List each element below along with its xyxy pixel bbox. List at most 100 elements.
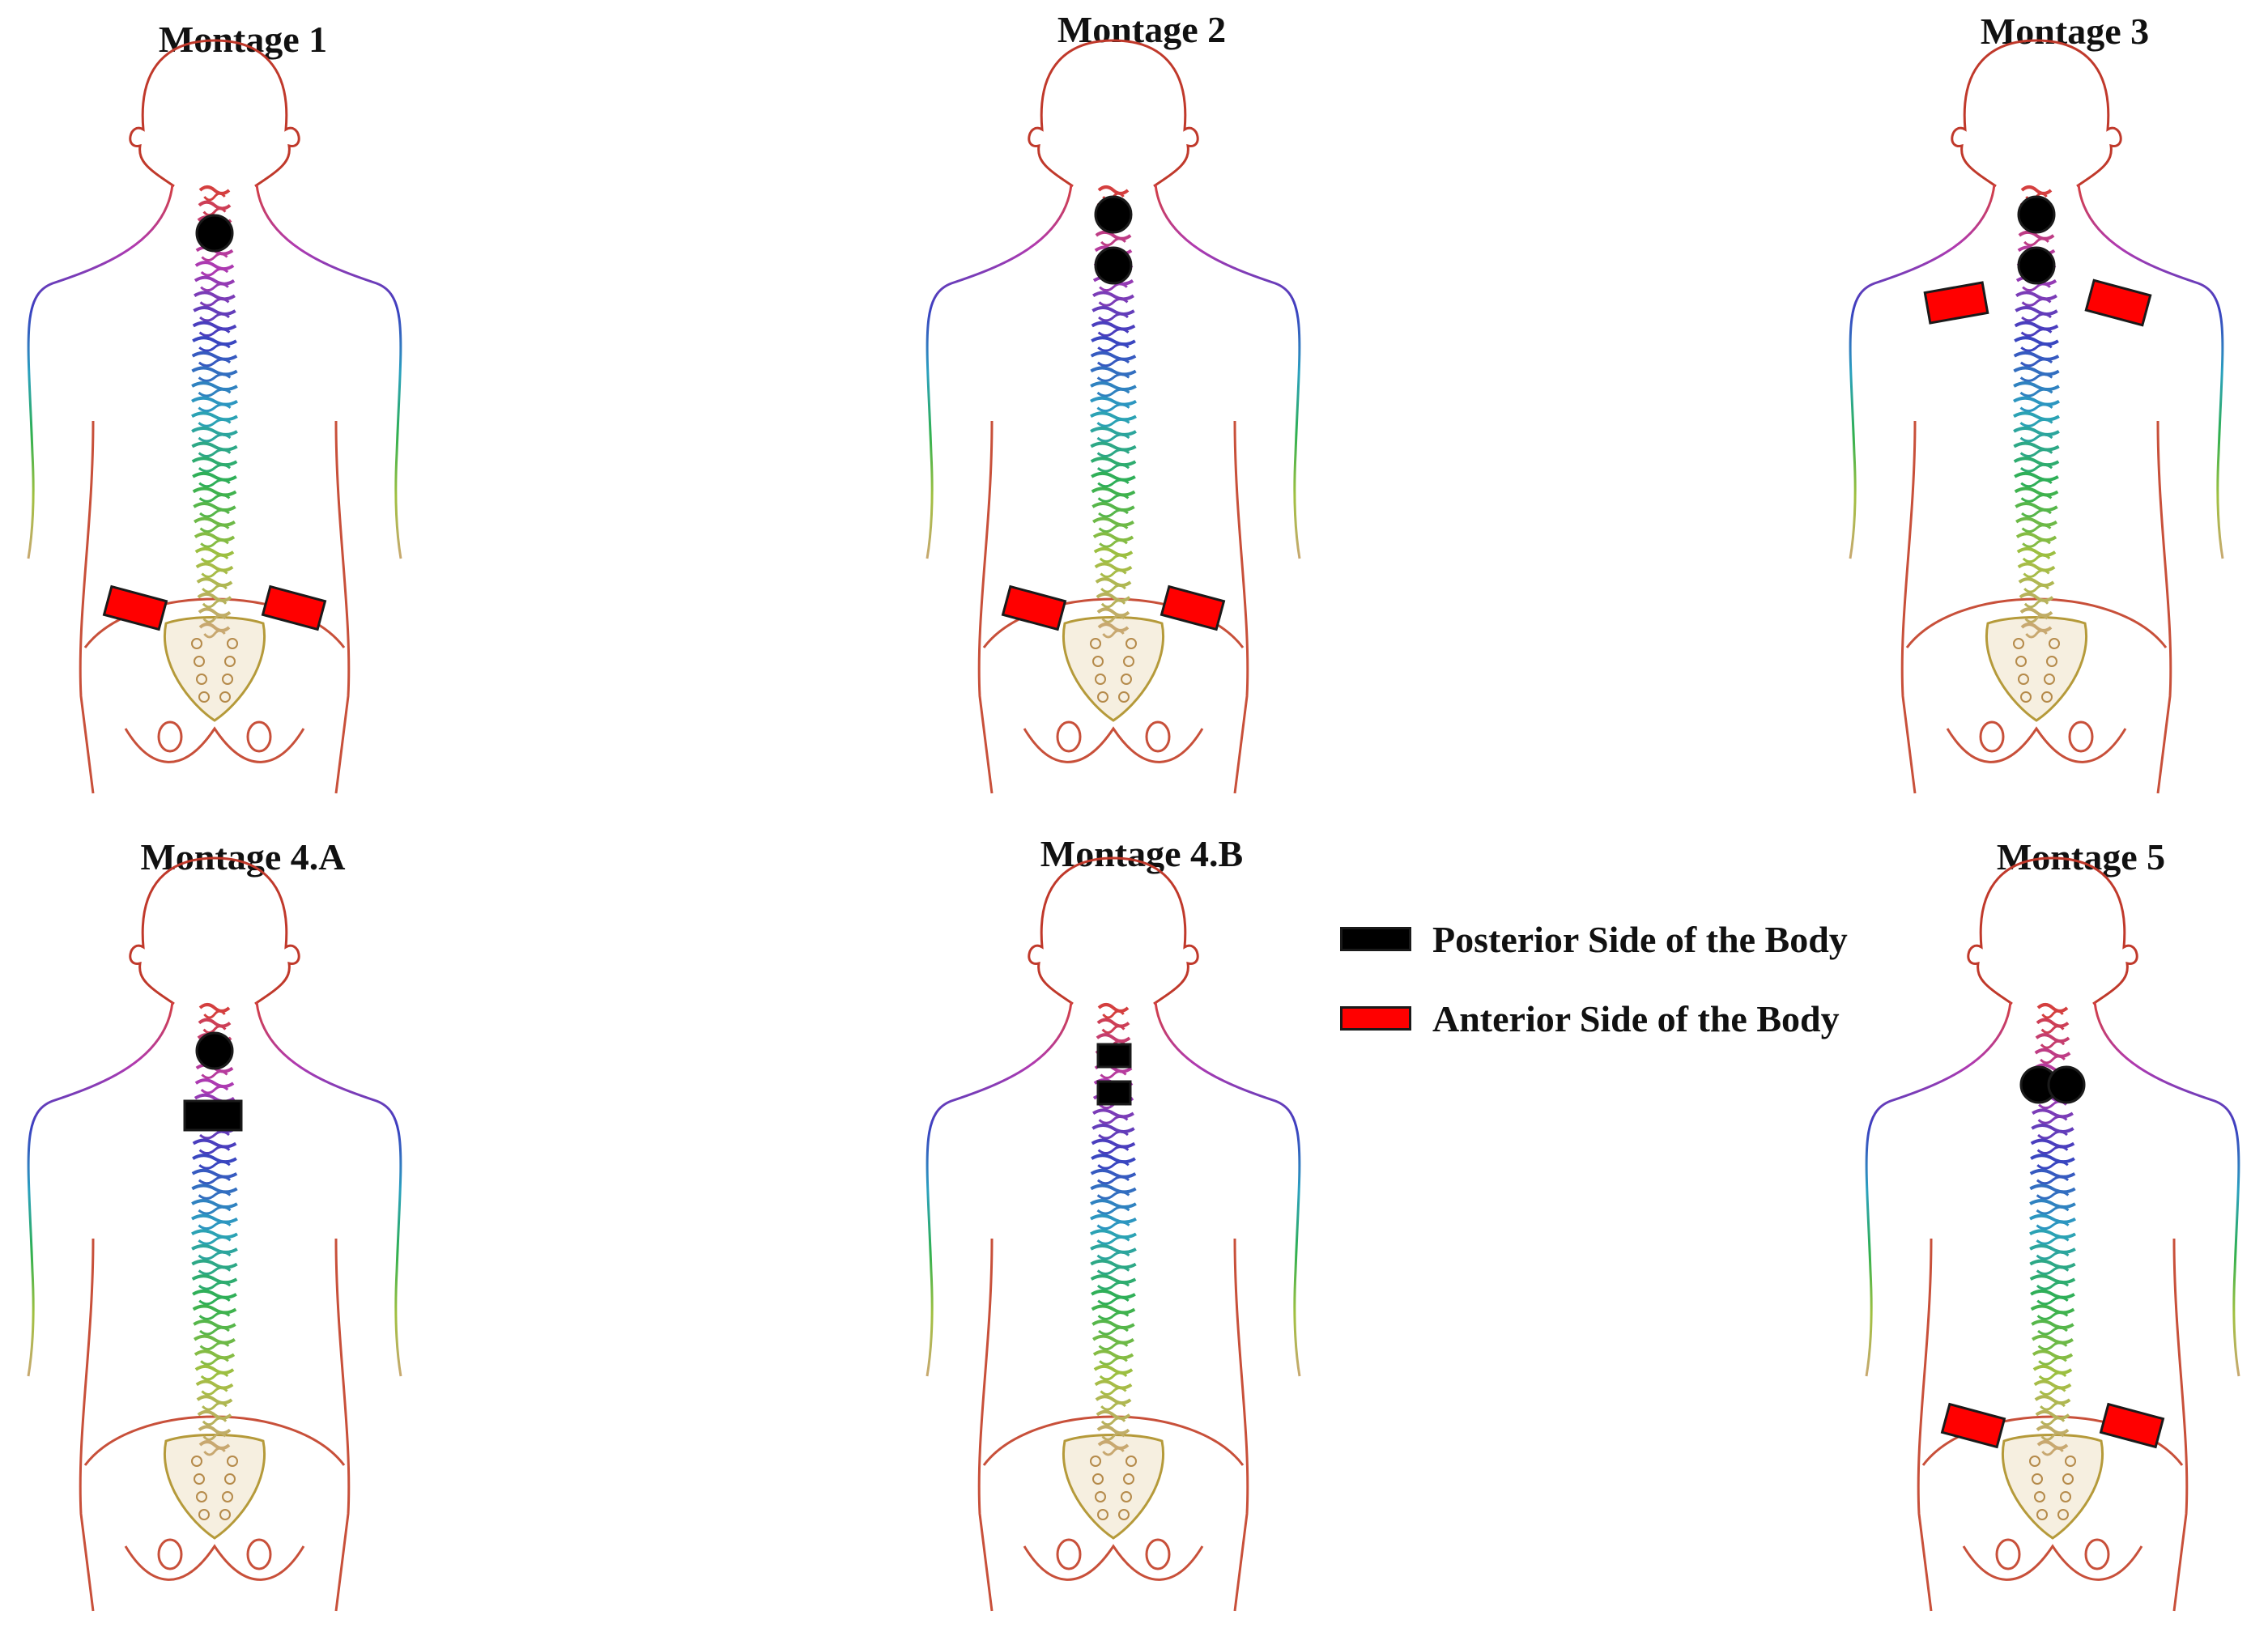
vertebra <box>2020 185 2053 195</box>
anterior-electrode <box>102 584 168 631</box>
vertebra <box>191 1243 238 1254</box>
vertebra <box>2029 1259 2076 1269</box>
vertebra <box>200 538 229 548</box>
vertebra <box>196 577 233 588</box>
vertebra <box>1097 493 1130 503</box>
torso-outline <box>1865 1001 2240 1377</box>
vertebra <box>192 336 237 346</box>
vertebra <box>198 1266 232 1276</box>
vertebra <box>1099 1356 1128 1366</box>
vertebra <box>2015 516 2057 527</box>
sacral-foramen <box>2062 1473 2074 1485</box>
vertebra <box>194 291 236 301</box>
vertebra <box>1091 1304 1136 1315</box>
vertebra <box>193 305 236 316</box>
panel-montage-4a: Montage 4.A <box>0 818 486 1627</box>
posterior-electrode <box>1096 1080 1132 1106</box>
vertebra <box>194 532 236 542</box>
vertebra <box>202 599 228 609</box>
vertebra <box>2020 328 2053 338</box>
vertebra <box>195 562 234 572</box>
torso-outline <box>27 1001 402 1377</box>
vertebra <box>191 1213 238 1224</box>
vertebra <box>2025 629 2048 639</box>
vertebra <box>2019 418 2053 427</box>
vertebra <box>1092 1334 1134 1345</box>
vertebra <box>2021 524 2052 533</box>
vertebra <box>2019 372 2053 382</box>
vertebra <box>1096 1205 1130 1215</box>
body-figure <box>1849 39 2224 794</box>
vertebra <box>202 1417 228 1426</box>
hip-socket <box>1979 720 2005 753</box>
vertebra <box>2031 1320 2074 1330</box>
vertebra <box>1097 185 1130 195</box>
vertebra <box>194 1334 236 1345</box>
sacral-foramen <box>1092 1473 1104 1485</box>
vertebra <box>194 1349 236 1360</box>
vertebra <box>1097 1003 1130 1013</box>
vertebra <box>1101 614 1125 623</box>
vertebra <box>197 1409 232 1420</box>
vertebra <box>1096 1018 1130 1028</box>
vertebra <box>1096 1266 1130 1276</box>
sacral-foramen <box>1121 1491 1132 1502</box>
vertebra <box>198 493 231 503</box>
vertebra <box>1097 1440 1130 1450</box>
vertebra <box>198 200 232 210</box>
vertebra <box>1095 230 1132 240</box>
vertebra <box>2019 607 2053 618</box>
vertebra <box>198 1235 232 1245</box>
vertebra <box>1098 297 1129 307</box>
vertebra <box>2034 1395 2071 1405</box>
hip-socket <box>1145 1538 1171 1570</box>
vertebra <box>1091 336 1136 346</box>
vertebra <box>2036 1145 2069 1155</box>
posterior-electrode <box>2017 195 2056 234</box>
vertebra <box>1098 1115 1129 1124</box>
vertebra <box>191 366 238 376</box>
anterior-electrode <box>1940 1402 2006 1449</box>
vertebra <box>198 448 232 458</box>
hip-socket <box>2084 1538 2110 1570</box>
vertebra <box>1092 532 1134 542</box>
vertebra <box>2040 1025 2065 1035</box>
anterior-electrode <box>2084 278 2152 327</box>
sacral-foramen <box>1125 638 1137 649</box>
vertebra <box>2014 321 2059 331</box>
vertebra <box>200 1371 229 1381</box>
vertebra <box>194 1364 235 1375</box>
posterior-electrode <box>2047 1065 2086 1104</box>
torso-outline <box>27 184 402 559</box>
vertebra <box>200 267 229 277</box>
vertebra <box>198 1221 232 1230</box>
vertebra <box>196 1395 233 1405</box>
vertebra <box>2030 1304 2075 1315</box>
vertebra <box>1090 1274 1137 1285</box>
vertebra <box>1092 1108 1134 1119</box>
sacral-foramen <box>224 1473 236 1485</box>
posterior-electrode <box>2017 246 2056 285</box>
sacral-foramen <box>1125 1456 1137 1467</box>
vertebra <box>2020 493 2053 503</box>
vertebra <box>1100 599 1126 609</box>
vertebra <box>2037 1341 2068 1351</box>
vertebra <box>1099 554 1128 563</box>
vertebra <box>2036 1281 2070 1290</box>
sacral-foramen <box>1118 691 1130 703</box>
sacral-foramen <box>194 656 205 667</box>
vertebra <box>202 584 228 593</box>
sacral-foramen <box>191 1456 202 1467</box>
vertebra <box>202 614 227 623</box>
vertebra <box>2036 1425 2070 1435</box>
vertebra <box>1091 305 1135 316</box>
hip-socket <box>1056 1538 1082 1570</box>
vertebra <box>2013 381 2060 392</box>
sacral-foramen <box>1095 1491 1106 1502</box>
vertebra <box>2035 1033 2070 1043</box>
vertebra <box>192 1138 237 1149</box>
vertebra <box>202 207 227 217</box>
vertebra <box>203 192 226 202</box>
vertebra <box>2024 614 2049 623</box>
vertebra <box>197 592 232 602</box>
